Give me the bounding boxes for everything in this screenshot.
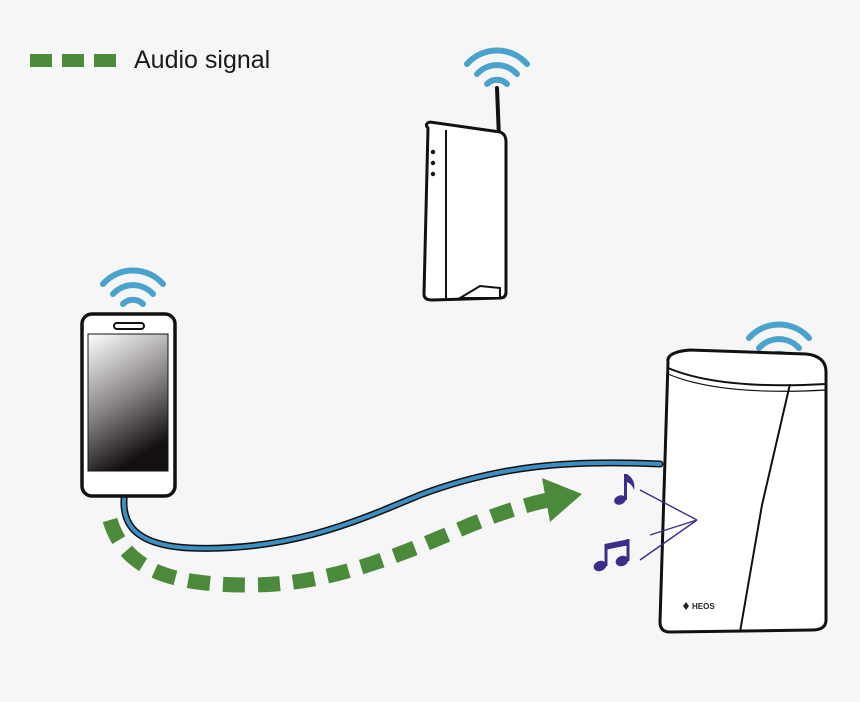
legend-label: Audio signal	[134, 46, 271, 74]
audio-signal-path	[102, 492, 550, 593]
sound-emission	[593, 474, 698, 572]
router-icon	[422, 86, 508, 302]
legend-dash	[30, 54, 52, 67]
wifi-icon	[100, 267, 166, 307]
speaker-icon: HEOS	[658, 348, 828, 634]
smartphone-icon	[80, 312, 177, 498]
wifi-icon	[464, 47, 530, 87]
legend-dash	[62, 54, 84, 67]
audio-cable-inner	[121, 460, 662, 551]
legend: Audio signal	[30, 48, 270, 73]
speaker-brand-label: HEOS	[692, 602, 715, 611]
legend-dash-swatch	[30, 54, 116, 67]
audio-signal-arrowhead	[542, 478, 582, 522]
music-note-icon	[614, 474, 635, 505]
legend-dash	[94, 54, 116, 67]
music-note-icon	[593, 539, 630, 572]
